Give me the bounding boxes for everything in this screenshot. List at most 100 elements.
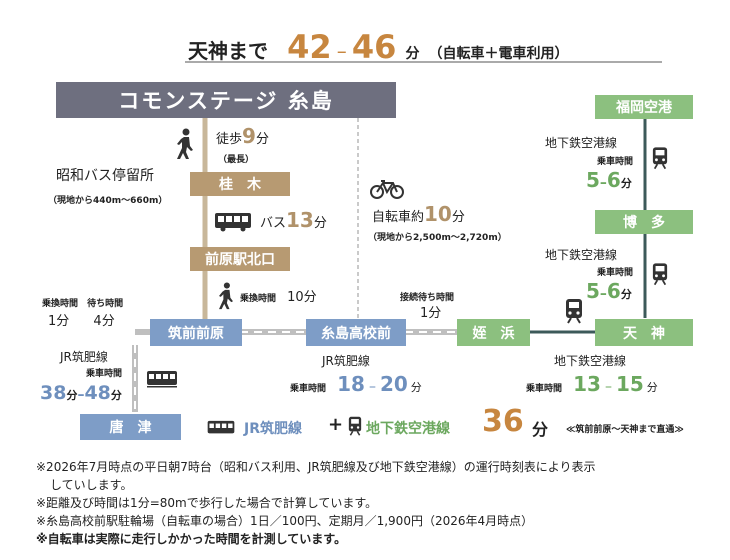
subway-airport-to: 6 <box>606 168 621 192</box>
bicycle-unit: 分 <box>451 210 465 225</box>
property-name: コモンステージ 糸島 <box>118 89 334 113</box>
through-time-unit: 分 <box>532 420 549 439</box>
footnotes: ※2026年7月時点の平日朝7時台（昭和バス利用、JR筑肥線及び地下鉄空港線）の… <box>36 458 716 548</box>
station-chikuzen-maebaru: 筑前前原 <box>150 319 242 346</box>
subway-tenjin-line: 地下鉄空港線 <box>554 354 627 368</box>
jr-itoshima-line: JR筑肥線 <box>322 354 370 368</box>
subway-airport-line: 地下鉄空港線 <box>545 136 618 150</box>
subway-hakata-to: 6 <box>606 279 621 303</box>
jr-karatsu-from: 38 <box>40 382 67 404</box>
jr-karatsu-to-unit: 分 <box>110 389 122 402</box>
header-unit: 分 <box>405 46 420 62</box>
transfer-time-values: 1分 4分 <box>48 310 115 329</box>
bus-stop-distance: （現地から440m〜660m） <box>48 196 168 206</box>
bicycle-distance: （現地から2,500m〜2,720m） <box>368 233 507 243</box>
jr-karatsu-dash: – <box>77 387 85 403</box>
header-title: 天神まで 42 – 46 分 （自転車＋電車利用） <box>188 28 569 66</box>
station-katsuragi-label: 桂 木 <box>219 177 261 193</box>
jr-karatsu-line: JR筑肥線 <box>60 350 108 364</box>
through-subway-line: 地下鉄空港線 <box>366 421 450 437</box>
footnote-4: ※自転車は実際に走行しかかった時間を計測しています。 <box>36 532 347 546</box>
station-itoshima-koukoumae: 糸島高校前 <box>306 319 406 346</box>
through-plus: + <box>328 414 344 435</box>
header-dash: – <box>336 39 347 63</box>
through-jr-line: JR筑肥線 <box>244 421 302 437</box>
station-itoshima-koukoumae-label: 糸島高校前 <box>321 325 391 342</box>
walking-person-icon <box>175 128 195 164</box>
subway-airport-time-label: 乗車時間 <box>597 157 634 167</box>
jr-itoshima-to: 20 <box>379 372 408 396</box>
subway-icon <box>652 146 668 174</box>
station-tenjin-label: 天 神 <box>623 325 665 342</box>
transfer-walk-value: 10分 <box>287 290 317 305</box>
header-time-from: 42 <box>287 28 332 66</box>
station-hakata: 博 多 <box>595 210 693 234</box>
transfer-time-labels: 乗換時間 待ち時間 <box>42 296 123 309</box>
header-note: （自転車＋電車利用） <box>428 46 569 62</box>
subway-legend-icon <box>348 416 362 440</box>
walk-value: 9 <box>242 124 256 148</box>
subway-hakata-from: 5 <box>586 279 600 303</box>
station-karatsu: 唐 津 <box>80 414 181 440</box>
bus-label: バス <box>260 216 287 231</box>
bus-value: 13 <box>286 208 314 232</box>
subway-airport-unit: 分 <box>620 177 632 190</box>
bus-icon <box>214 212 252 236</box>
bicycle-icon <box>370 178 404 204</box>
subway-tenjin-time-label: 乗車時間 <box>526 384 563 394</box>
walk-note: （最長） <box>218 155 255 165</box>
train-icon <box>565 298 583 328</box>
walk-unit: 分 <box>255 132 269 147</box>
connection-wait-value: 1分 <box>420 306 442 321</box>
jr-karatsu-to: 48 <box>84 382 111 404</box>
property-name-box: コモンステージ 糸島 <box>56 82 396 118</box>
subway-hakata-unit: 分 <box>620 288 632 301</box>
transfer-time-value: 1分 <box>48 314 70 329</box>
bicycle-label: 自転車約 <box>372 210 425 225</box>
through-time-value: 36 <box>482 404 524 439</box>
station-meinohama-label: 姪 浜 <box>472 325 515 342</box>
subway-tenjin-unit: 分 <box>646 381 658 394</box>
jr-itoshima-unit: 分 <box>410 381 422 394</box>
subway-tenjin-from: 13 <box>573 372 601 396</box>
header-time-to: 46 <box>351 28 397 66</box>
station-maebaru-kitaguchi: 前原駅北口 <box>190 247 290 271</box>
jr-itoshima-from: 18 <box>337 372 365 396</box>
footnote-1-cont: していします。 <box>50 478 133 492</box>
subway-tenjin-dash: – <box>604 379 612 395</box>
station-fukuoka-airport: 福岡空港 <box>595 95 693 119</box>
station-meinohama: 姪 浜 <box>457 319 530 346</box>
station-chikuzen-maebaru-label: 筑前前原 <box>168 325 224 342</box>
bus-info: バス13分 <box>260 208 327 232</box>
transfer-walk-info: 乗換時間 10分 <box>240 286 317 305</box>
bus-stop-name: 昭和バス停留所 <box>56 168 154 184</box>
footnote-2: ※距離及び時間は1分=80mで歩行した場合で計算しています。 <box>36 496 378 510</box>
walk-label: 徒歩 <box>216 132 243 147</box>
walk-info: 徒歩9分 <box>216 124 269 148</box>
header-prefix: 天神まで <box>188 39 268 63</box>
bus-unit: 分 <box>313 216 327 231</box>
bicycle-value: 10 <box>424 202 452 226</box>
subway-airport-time: 5–6分 <box>586 168 632 192</box>
station-maebaru-kitaguchi-label: 前原駅北口 <box>205 252 275 268</box>
jr-karatsu-time: 38分–48分 <box>40 382 122 404</box>
jr-train-legend-icon <box>206 420 236 440</box>
subway-airport-dash: – <box>599 175 607 191</box>
through-note: ≪筑前前原〜天神まで直通≫ <box>566 425 684 435</box>
jr-train-icon <box>146 370 178 392</box>
station-tenjin: 天 神 <box>595 319 693 346</box>
jr-karatsu-time-label: 乗車時間 <box>86 369 123 379</box>
subway-hakata-time-label: 乗車時間 <box>597 268 634 278</box>
subway-airport-from: 5 <box>586 168 600 192</box>
subway-icon <box>652 262 668 290</box>
footnote-1: ※2026年7月時点の平日朝7時台（昭和バス利用、JR筑肥線及び地下鉄空港線）の… <box>36 460 596 474</box>
station-fukuoka-airport-label: 福岡空港 <box>616 100 672 116</box>
jr-karatsu-from-unit: 分 <box>66 389 78 402</box>
jr-itoshima-dash: – <box>368 379 376 395</box>
bicycle-info: 自転車約10分 <box>372 202 465 226</box>
station-karatsu-label: 唐 津 <box>109 420 152 436</box>
subway-hakata-line: 地下鉄空港線 <box>545 248 618 262</box>
transfer-time-label: 乗換時間 <box>42 299 79 309</box>
